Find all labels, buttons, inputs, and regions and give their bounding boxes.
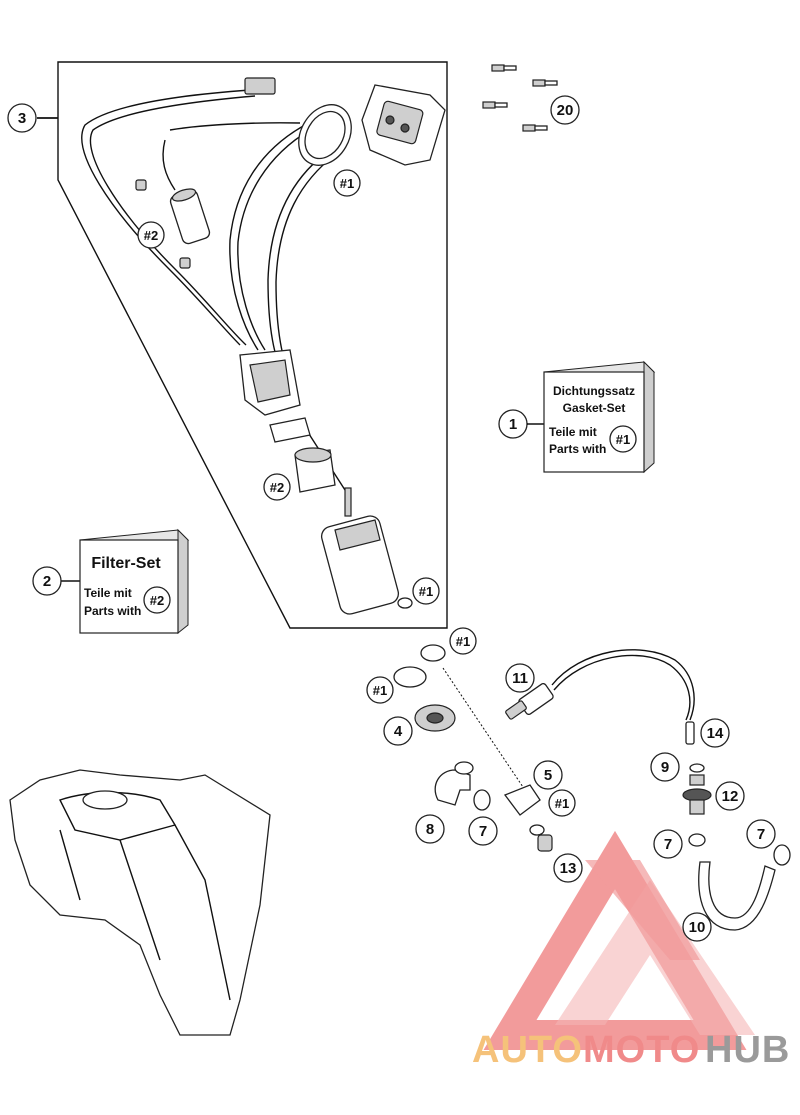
- wire-connector: [244, 77, 276, 95]
- gasket-set-parts-de: Teile mit: [549, 425, 597, 439]
- fuel-tank: [9, 769, 271, 1036]
- callout-7c: 7: [746, 819, 776, 849]
- watermark-text-hub: HUB: [705, 1029, 790, 1071]
- callout-11-label: 11: [512, 670, 528, 687]
- callout-5-label: 5: [544, 767, 552, 784]
- fuel-filter: [135, 179, 211, 269]
- ref-1-cartridge: #1: [412, 577, 440, 605]
- callout-5: 5: [533, 760, 563, 790]
- callout-8-label: 8: [426, 821, 434, 838]
- callout-14-label: 14: [707, 725, 724, 742]
- gasket-set-box: Dichtungssatz Gasket-Set Teile mit Parts…: [543, 360, 656, 474]
- callout-11: 11: [505, 663, 535, 693]
- callout-7a: 7: [468, 816, 498, 846]
- callout-3: 3: [7, 103, 37, 133]
- ref-1-oring-left: #1: [366, 676, 394, 704]
- ref-1-cartridge-label: #1: [419, 584, 433, 599]
- callout-7c-label: 7: [757, 826, 765, 843]
- callout-12-label: 12: [722, 788, 739, 805]
- bolts-item-20: [482, 64, 558, 132]
- pump-flange-gasket: [298, 104, 352, 166]
- ref-1-flange: #1: [333, 169, 361, 197]
- filter-set-ref: #2: [150, 593, 164, 608]
- callout-9: 9: [650, 752, 680, 782]
- callout-9-label: 9: [661, 759, 669, 776]
- ref-1-oring-left-label: #1: [373, 683, 387, 698]
- ref-2-sleeve: #2: [263, 473, 291, 501]
- ref-1-oring-top: #1: [449, 627, 477, 655]
- fuel-line-parts: [393, 644, 791, 931]
- ref-1-elbow: #1: [548, 789, 576, 817]
- fuel-pump-body: [239, 349, 336, 493]
- ref-1-elbow-label: #1: [555, 796, 569, 811]
- callout-1-label: 1: [509, 416, 517, 433]
- pump-flange-plate: [361, 84, 446, 166]
- gasket-set-title-de: Dichtungssatz: [553, 384, 635, 398]
- callout-3-label: 3: [18, 110, 26, 127]
- callout-10-label: 10: [689, 919, 706, 936]
- callout-14: 14: [700, 718, 730, 748]
- ref-2-filter: #2: [137, 221, 165, 249]
- callout-7b-label: 7: [664, 836, 672, 853]
- ref-2-filter-label: #2: [144, 228, 158, 243]
- gasket-set-title-en: Gasket-Set: [563, 401, 626, 415]
- callout-4: 4: [383, 716, 413, 746]
- ref-1-oring-top-label: #1: [456, 634, 470, 649]
- callout-12: 12: [715, 781, 745, 811]
- callout-4-label: 4: [394, 723, 403, 740]
- watermark-text: AUTO MOTO HUB: [472, 1029, 790, 1071]
- callout-7a-label: 7: [479, 823, 487, 840]
- watermark-text-moto: MOTO: [583, 1029, 700, 1071]
- watermark-text-auto: AUTO: [472, 1029, 583, 1071]
- callout-8: 8: [415, 814, 445, 844]
- gasket-set-parts-en: Parts with: [549, 442, 606, 456]
- fuel-pump-assembly-frame: [57, 61, 448, 629]
- gasket-set-ref: #1: [616, 432, 630, 447]
- callout-13: 13: [553, 853, 583, 883]
- filter-set-parts-en: Parts with: [84, 604, 141, 618]
- callout-7b: 7: [653, 829, 683, 859]
- filter-set-title: Filter-Set: [91, 555, 161, 572]
- leader-lines: [37, 117, 528, 582]
- callout-10: 10: [682, 912, 712, 942]
- callout-1: 1: [498, 409, 544, 439]
- pump-cartridge: [320, 487, 413, 615]
- callout-13-label: 13: [560, 860, 577, 877]
- ref-1-flange-label: #1: [340, 176, 354, 191]
- filter-set-box: Filter-Set Teile mit Parts with #2: [79, 528, 190, 635]
- callout-20-label: 20: [557, 102, 574, 119]
- watermark-logo: [483, 830, 755, 1050]
- filter-set-parts-de: Teile mit: [84, 586, 132, 600]
- callout-2-label: 2: [43, 573, 51, 590]
- callout-2: 2: [32, 566, 62, 596]
- callout-20: 20: [550, 95, 580, 125]
- ref-2-sleeve-label: #2: [270, 480, 284, 495]
